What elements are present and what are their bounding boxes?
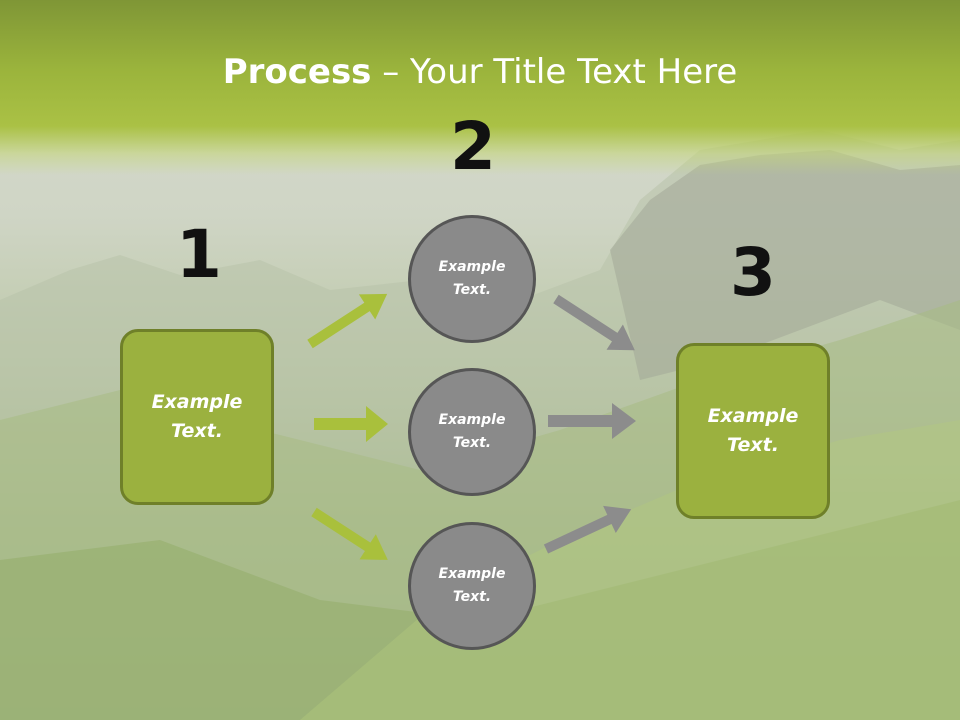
circle-middle-line2: Text. xyxy=(452,435,492,451)
gray-arrow-right-icon xyxy=(548,403,636,439)
title-bold-text: Process xyxy=(222,52,372,92)
slide-title: Process – Your Title Text Here xyxy=(0,52,960,92)
header-band xyxy=(0,0,960,175)
green-arrow-right-icon xyxy=(314,406,388,442)
right-box-line1: Example xyxy=(707,405,799,427)
right-box-line2: Text. xyxy=(727,434,779,456)
circle-bottom-line2: Text. xyxy=(452,589,492,605)
gray-arrow-up-icon xyxy=(543,505,632,554)
step-number-2: 2 xyxy=(450,108,496,185)
gray-arrow-down-icon xyxy=(553,294,635,351)
right-process-box[interactable]: Example Text. xyxy=(676,343,830,519)
circle-top-line1: Example xyxy=(438,259,506,275)
circle-middle-line1: Example xyxy=(438,412,506,428)
circle-top-line2: Text. xyxy=(452,282,492,298)
title-rest-text: – Your Title Text Here xyxy=(371,52,738,92)
step-number-1: 1 xyxy=(176,216,222,293)
left-box-line2: Text. xyxy=(171,420,223,442)
process-circle-middle[interactable]: Example Text. xyxy=(408,368,536,496)
process-circle-bottom[interactable]: Example Text. xyxy=(408,522,536,650)
circle-bottom-line1: Example xyxy=(438,566,506,582)
left-box-line1: Example xyxy=(151,391,243,413)
process-circle-top[interactable]: Example Text. xyxy=(408,215,536,343)
green-arrow-down-icon xyxy=(311,507,388,560)
step-number-3: 3 xyxy=(730,234,776,311)
green-arrow-up-icon xyxy=(307,293,388,349)
left-process-box[interactable]: Example Text. xyxy=(120,329,274,505)
